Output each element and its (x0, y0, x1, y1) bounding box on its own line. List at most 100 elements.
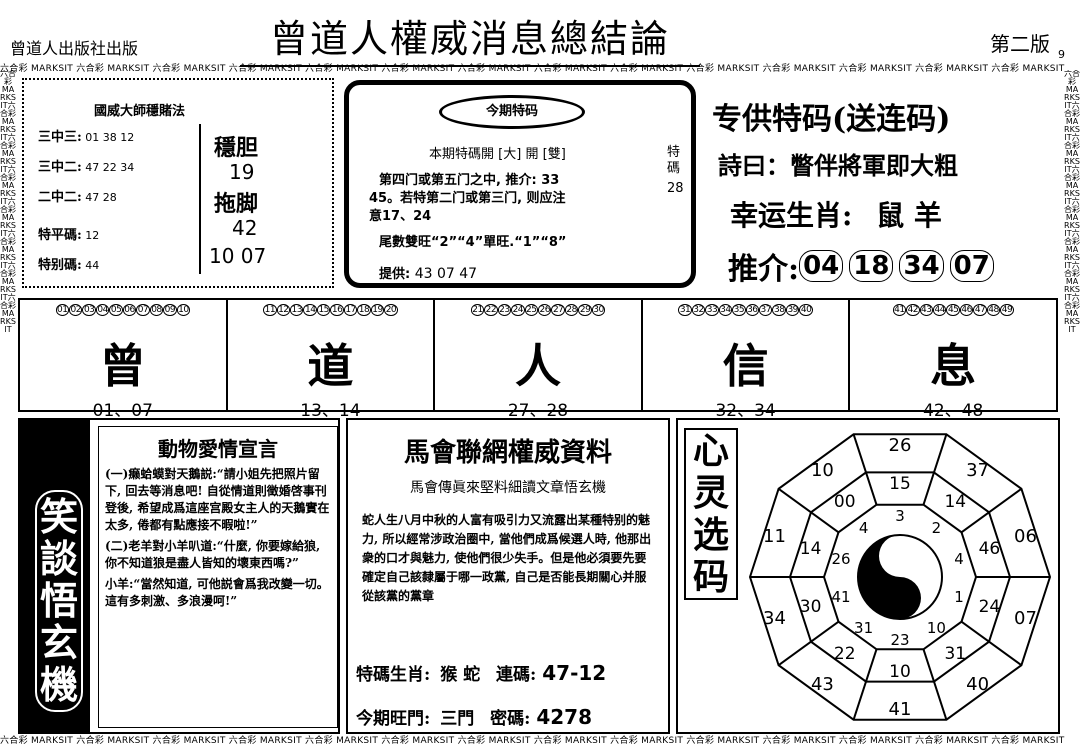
grid-number: 11 (263, 304, 277, 316)
grid-number: 30 (591, 304, 606, 316)
grid-number: 03 (82, 304, 96, 316)
lucky-value: 鼠 羊 (876, 199, 942, 232)
ring-divider (960, 620, 1022, 667)
lian-value: 47-12 (542, 661, 607, 685)
grid-number: 05 (109, 304, 123, 316)
middle-number: 24 (979, 597, 1001, 617)
inner-number: 1 (954, 588, 964, 606)
horse-data-box: 馬會聯網權威資料 馬會傳眞來堅料細讀文章悟玄機 蛇人生八月中秋的人富有吸引力又流… (346, 418, 670, 734)
joke-box: 笑談悟玄機 動物愛情宣言 (一)癞蛤蟆對天鵝説:“請小姐先把照片留下, 回去等消… (18, 418, 340, 734)
outer-number: 43 (811, 674, 834, 695)
row-value: 47 28 (81, 191, 117, 204)
column-character: 信 (722, 339, 769, 393)
steady-bet-box: 國威大師穩賭法 三中三: 01 38 12 三中二: 47 22 34 二中二: 4… (22, 78, 334, 288)
right-border-strip: 六合彩 MARKSIT六合彩 MARKSIT六合彩 MARKSIT六合彩 MAR… (1064, 70, 1080, 334)
middle-number: 00 (834, 492, 856, 512)
row-value: 01 38 12 (81, 131, 135, 144)
grid-number: 12 (276, 304, 291, 316)
grid-number: 48 (986, 304, 1001, 316)
ring-divider (778, 620, 840, 667)
inner-number: 3 (895, 507, 905, 525)
grid-number: 16 (330, 304, 344, 316)
joke-title: 動物愛情宣言 (158, 437, 278, 461)
inner-number: 4 (859, 519, 869, 537)
publisher-label: 曾道人出版社出版 (10, 39, 139, 58)
horse-subtitle: 馬會傳眞來堅料細讀文章悟玄機 (410, 480, 606, 496)
special-line5: 尾數雙旺“2”“4”單旺.“1”“8” (379, 235, 567, 250)
grid-number: 19 (370, 304, 385, 316)
outer-number: 06 (1014, 526, 1037, 547)
grid-number: 25 (524, 304, 538, 316)
grid-number: 49 (1000, 304, 1014, 316)
grid-number: 40 (799, 304, 813, 316)
exclusive-title: 专供特码(送连码) (712, 102, 951, 137)
steady-bet-row: 特平碼: 12 (38, 224, 198, 254)
kai-text: 開 (525, 147, 539, 162)
outer-number: 11 (763, 526, 786, 547)
row-value: 47 22 34 (81, 161, 135, 174)
middle-number: 10 (889, 662, 911, 682)
steady-bet-title: 國威大師穩賭法 (94, 104, 186, 119)
line1-text: 本期特碼開 (429, 147, 495, 162)
lian-label: 連碼: (496, 665, 537, 685)
mi-value: 4278 (536, 705, 592, 729)
outer-number: 40 (966, 674, 989, 695)
outer-number: 07 (1014, 608, 1037, 629)
ring-divider (852, 648, 878, 721)
column-numbers: 32、34 (715, 401, 776, 421)
outer-number: 37 (966, 460, 989, 481)
grid-number: 09 (163, 304, 177, 316)
middle-number: 14 (944, 492, 966, 512)
grid-number: 35 (732, 304, 746, 316)
column-numbers: 13、14 (300, 401, 361, 421)
row-label: 三中二: (38, 160, 82, 175)
page-number: 9 (1058, 48, 1065, 61)
grid-number: 23 (497, 304, 512, 316)
grid-number: 22 (484, 304, 498, 316)
steady-bet-row: 二中二: 47 28 (38, 186, 198, 216)
tuo-jiao-value2: 10 07 (209, 244, 267, 268)
grid-number: 10 (176, 304, 191, 316)
joke-paragraph: (一)癞蛤蟆對天鵝説:“請小姐先把照片留下, 回去等消息吧! 自從情道則徵婚啓事… (105, 467, 330, 532)
special-line4: 意17、24 (369, 209, 432, 224)
middle-number: 30 (800, 597, 822, 617)
wang-line: 今期旺門: 三門 密碼: 4278 (356, 704, 592, 729)
steady-bet-row: 三中三: 01 38 12 (38, 126, 198, 156)
grid-number: 46 (959, 304, 974, 316)
grid-number: 43 (919, 304, 933, 316)
outer-number: 26 (889, 435, 912, 456)
column-character: 人 (514, 339, 561, 393)
inner-number: 41 (831, 588, 850, 606)
bagua-diagram: 4334111026370607404122301400151446243110… (748, 433, 1052, 721)
grid-number: 33 (705, 304, 719, 316)
inner-number: 26 (831, 550, 850, 568)
inner-number: 31 (854, 619, 873, 637)
lucky-zodiac: 幸运生肖: 鼠 羊 (730, 194, 942, 234)
horse-title: 馬會聯網權威資料 (403, 438, 612, 468)
provide-label: 提供: (379, 267, 411, 282)
heart-pick-banner: 心灵选码 (684, 428, 738, 600)
outer-number: 34 (763, 608, 786, 629)
grid-number: 28 (564, 304, 579, 316)
mi-label: 密碼: (490, 709, 531, 729)
ring-divider (922, 433, 948, 506)
grid-number: 07 (136, 304, 150, 316)
joke-paragraph: (二)老羊對小羊叭道:“什麼, 你要嫁給狼, 你不知道狼是盡人皆知的壞東西嗎?” (105, 539, 321, 570)
inner-number: 4 (954, 550, 964, 568)
grid-number: 18 (357, 304, 371, 316)
special-line1: 本期特碼開 [大] 開 [雙] (429, 147, 566, 162)
middle-number: 15 (889, 474, 911, 494)
grid-number: 24 (511, 304, 525, 316)
side-value: 28 (667, 181, 684, 196)
middle-number: 31 (944, 644, 966, 664)
side-label: 特碼 (667, 145, 681, 176)
